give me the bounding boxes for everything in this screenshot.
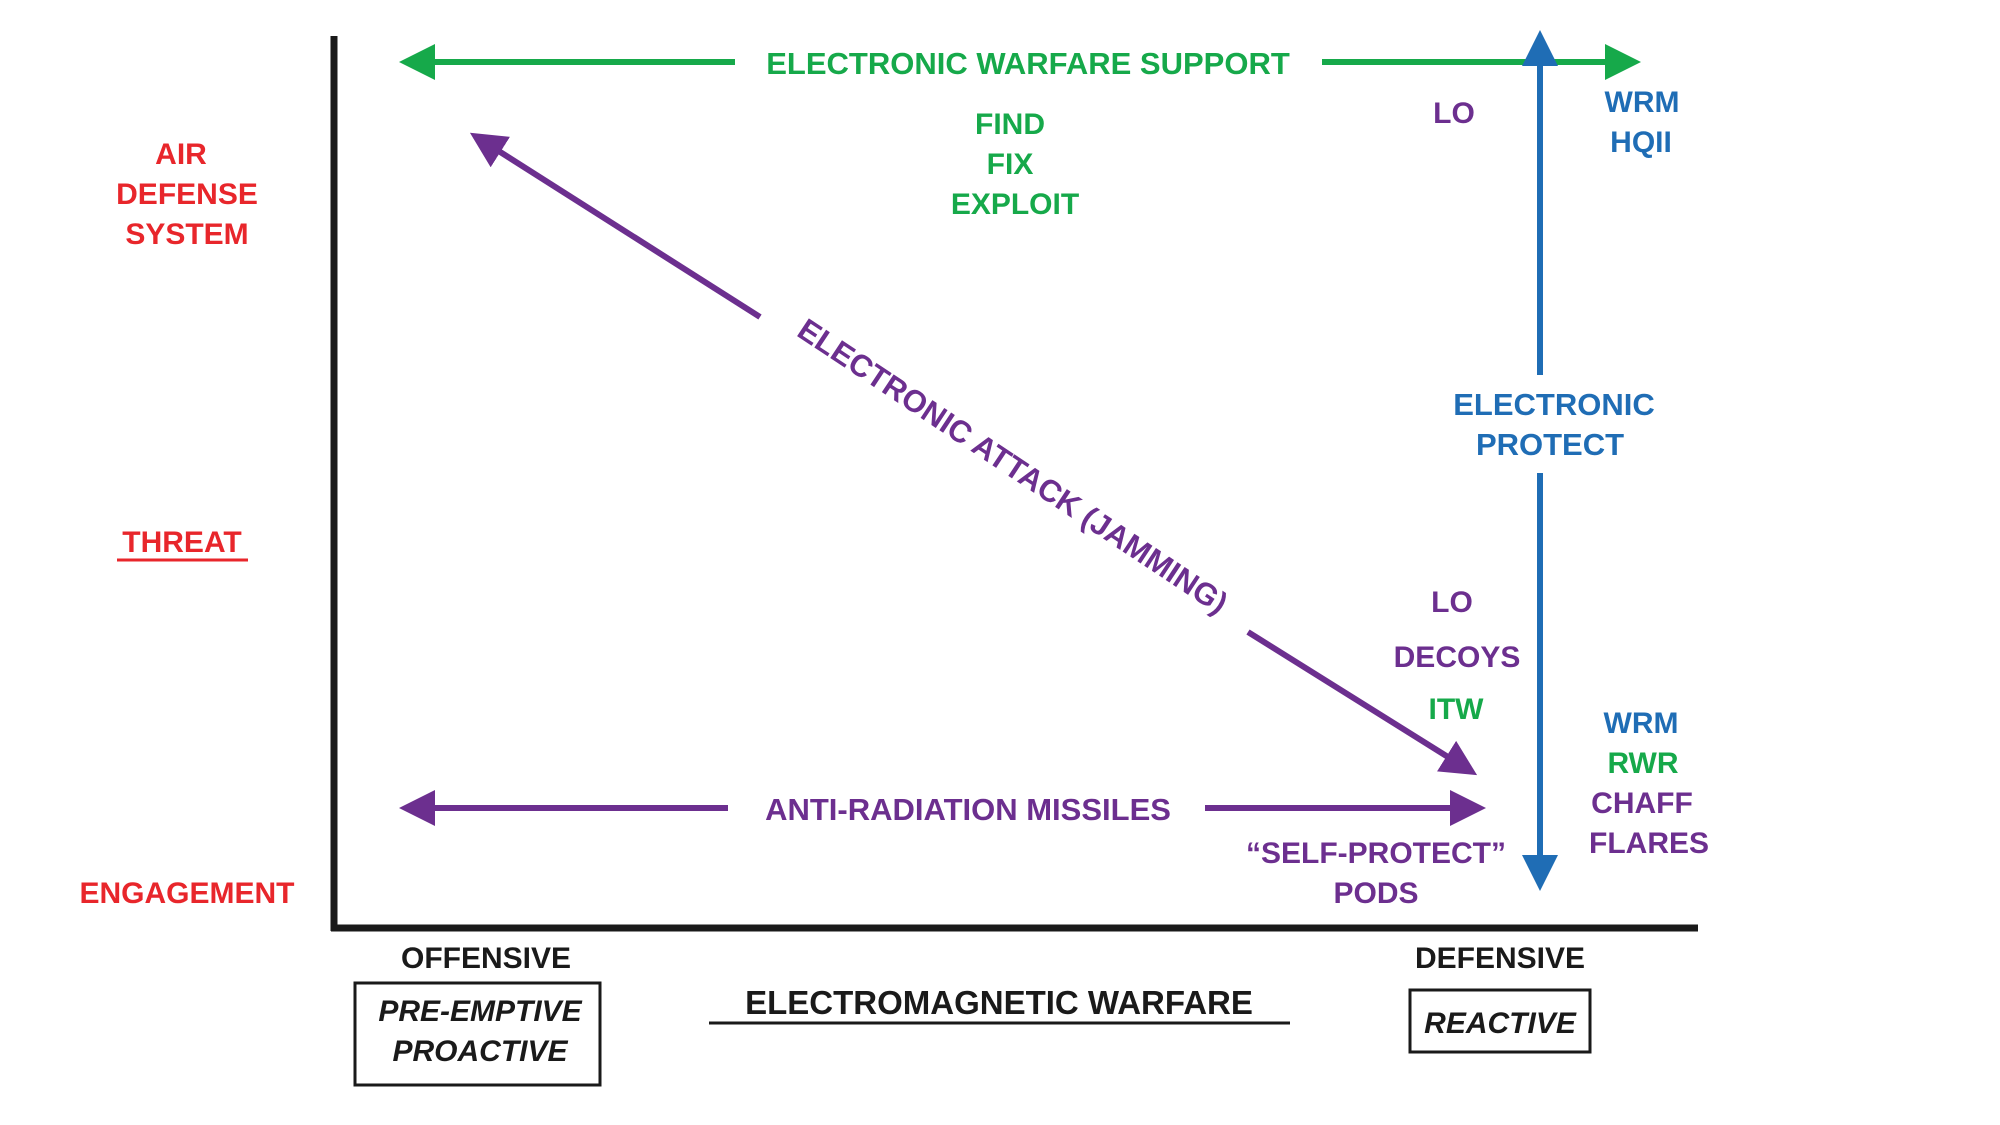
self-protect-label: “SELF-PROTECT” (1246, 837, 1506, 870)
ea-arrow-up (469, 132, 762, 320)
itw: ITW (1429, 693, 1485, 726)
defensive-box (1408, 988, 1592, 1054)
ea-arrow-down (1246, 629, 1478, 776)
lo-top: LO (1433, 97, 1475, 130)
rwr-bottom: RWR (1607, 747, 1678, 780)
air-defense-label-line-1: AIR (155, 138, 207, 171)
lo-mid: LO (1431, 586, 1473, 619)
air-defense-label-line-2: DEFENSE (116, 178, 258, 211)
wrm-bottom: WRM (1604, 707, 1679, 740)
ep-label-line-1: ELECTRONIC (1453, 387, 1655, 422)
chaff-bottom: CHAFF (1591, 787, 1693, 820)
hqii-top: HQII (1610, 126, 1672, 159)
pre-emptive-label: PRE-EMPTIVE (378, 995, 582, 1028)
reactive-label: REACTIVE (1424, 1007, 1577, 1040)
offensive-box (353, 981, 602, 1087)
offensive-label: OFFENSIVE (401, 942, 571, 975)
proactive-label: PROACTIVE (392, 1035, 568, 1068)
flares-bottom: FLARES (1589, 827, 1709, 860)
ep-label-line-2: PROTECT (1476, 427, 1624, 462)
defensive-label: DEFENSIVE (1415, 942, 1585, 975)
em-warfare-label: ELECTROMAGNETIC WARFARE (745, 984, 1253, 1021)
air-defense-label-line-3: SYSTEM (125, 218, 248, 251)
es-find: FIND (975, 108, 1045, 141)
ea-label: ELECTRONIC ATTACK (JAMMING) (792, 312, 1234, 621)
es-exploit: EXPLOIT (951, 188, 1079, 221)
engagement-label: ENGAGEMENT (79, 877, 294, 910)
decoys: DECOYS (1394, 641, 1521, 674)
es-fix: FIX (987, 148, 1034, 181)
threat-label: THREAT (122, 526, 241, 559)
wrm-top: WRM (1605, 86, 1680, 119)
pods-label: PODS (1333, 877, 1418, 910)
es-label: ELECTRONIC WARFARE SUPPORT (766, 46, 1290, 81)
arm-label: ANTI-RADIATION MISSILES (765, 792, 1171, 827)
